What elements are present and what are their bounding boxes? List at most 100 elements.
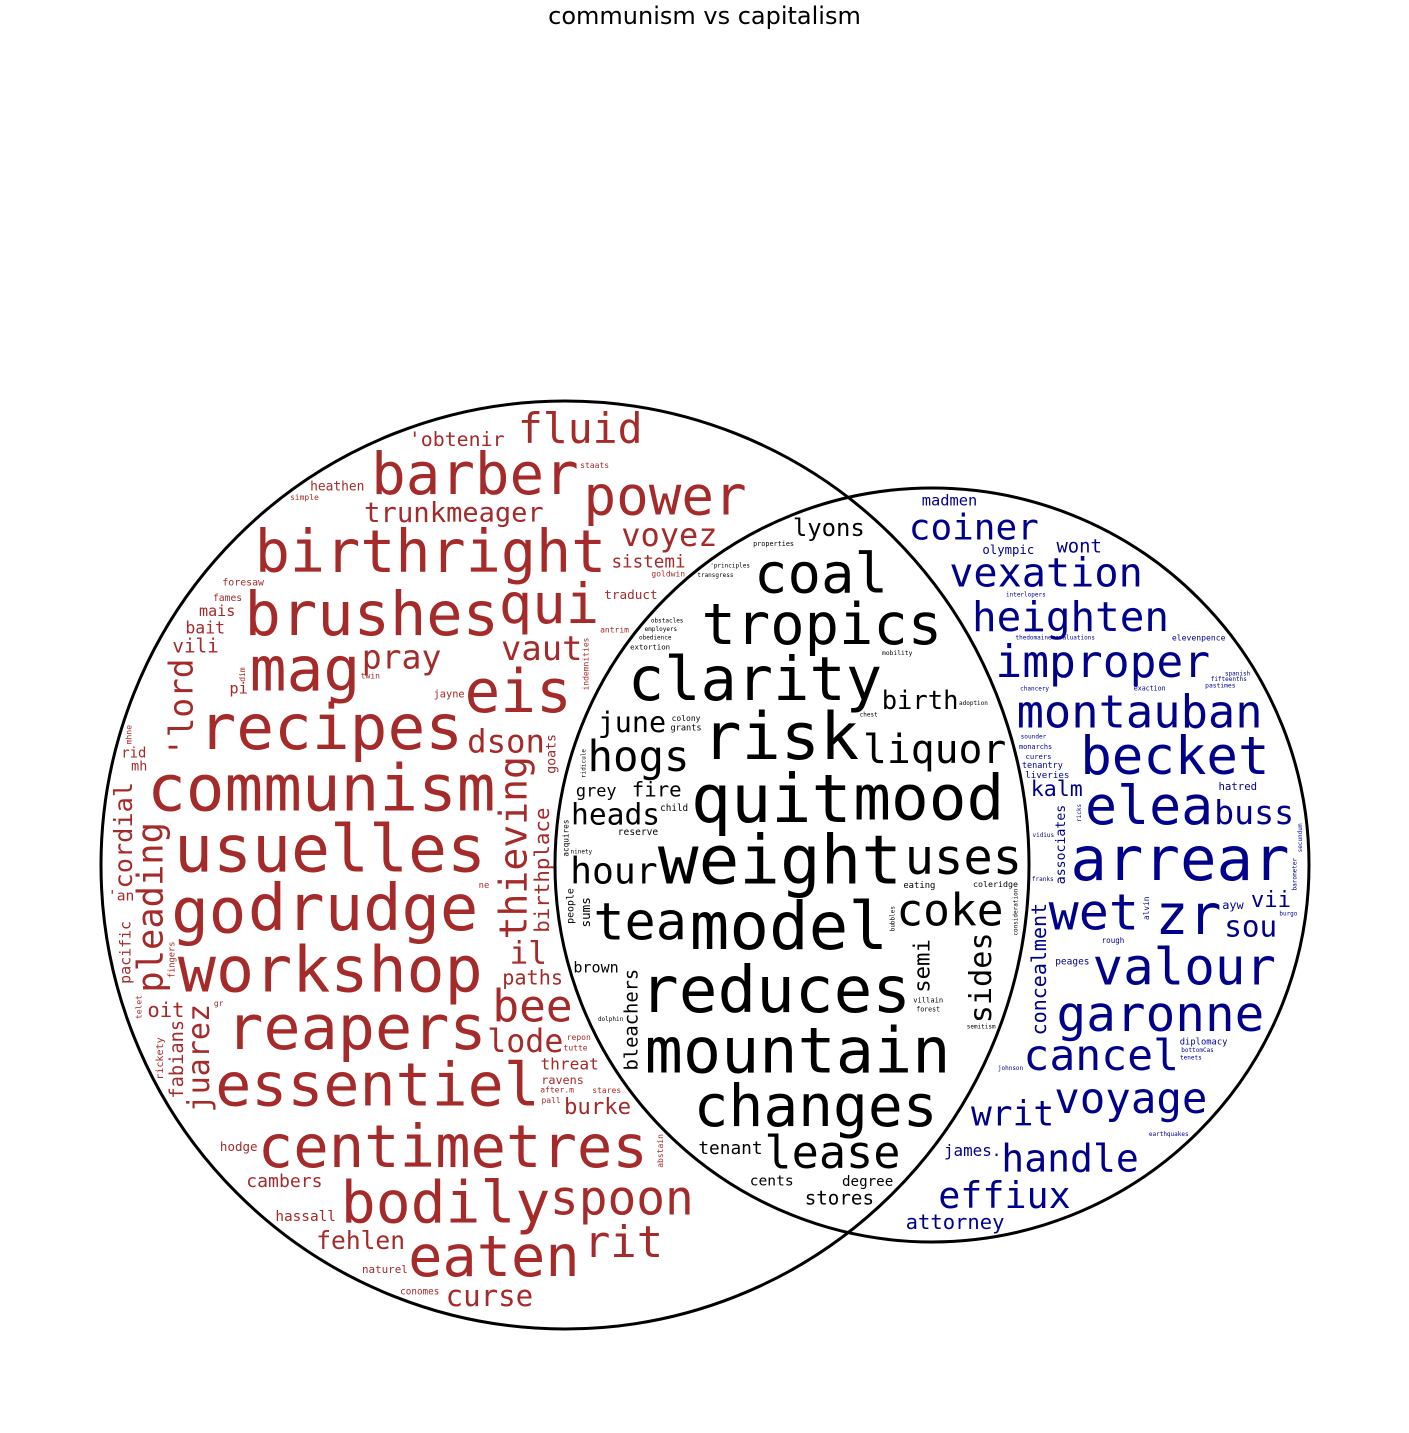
left-word: eis — [464, 658, 571, 727]
left-word: after.m — [540, 1086, 574, 1095]
overlap-word: fire — [632, 778, 682, 802]
overlap-word: obedience — [639, 635, 672, 642]
overlap-word: colony — [672, 714, 701, 723]
left-word: 'obtenir — [409, 428, 505, 451]
left-word: conomes — [400, 1286, 439, 1297]
left-set-circle — [99, 399, 1031, 1331]
right-word: pastimes — [1205, 682, 1236, 689]
right-word: exaction — [1134, 684, 1166, 692]
overlap-word: employers — [645, 626, 678, 633]
left-word: rid — [121, 745, 146, 761]
overlap-word: liquor — [863, 727, 1006, 773]
overlap-word: tropics — [701, 592, 942, 658]
overlap-word: mobility — [882, 650, 913, 657]
left-word: paths — [502, 965, 563, 989]
left-word: communism — [147, 751, 495, 826]
overlap-word: tenant — [698, 1138, 762, 1159]
overlap-word: 'principles — [710, 562, 750, 569]
left-word: pall — [541, 1096, 560, 1105]
overlap-word: transgress — [697, 572, 734, 579]
right-word: effiux — [938, 1174, 1071, 1217]
overlap-word: risk — [702, 700, 859, 775]
overlap-word: weight — [658, 821, 902, 900]
left-word: qui — [499, 572, 599, 637]
left-word: repon — [567, 1033, 591, 1042]
left-word: jayne — [434, 688, 465, 700]
left-word: 'lord — [163, 659, 201, 757]
left-word: foresaw — [222, 578, 264, 589]
right-word: vii — [1251, 887, 1291, 913]
overlap-word: grey — [576, 780, 617, 800]
overlap-word: coal — [754, 542, 888, 607]
left-word: traduct — [604, 587, 657, 602]
right-word: madmen — [922, 491, 978, 509]
left-word: bee — [492, 982, 572, 1033]
right-word: writ — [971, 1095, 1054, 1135]
overlap-word: mood — [853, 761, 1004, 834]
right-word: elea — [1085, 775, 1213, 837]
left-word: indemnities — [582, 637, 591, 690]
right-word: kalm — [1031, 777, 1083, 802]
overlap-word: model — [690, 888, 888, 965]
overlap-word: eating — [903, 881, 935, 891]
right-set-circle — [553, 486, 1311, 1244]
overlap-word: degree — [842, 1174, 893, 1190]
left-word: brushes — [245, 580, 500, 650]
overlap-word: dolphin — [598, 1016, 624, 1023]
left-word: birthplace — [530, 808, 554, 933]
overlap-word: hogs — [587, 732, 689, 781]
left-word: dim — [238, 667, 247, 682]
left-word: goldwin — [651, 569, 685, 578]
left-word: staats — [580, 461, 609, 470]
left-word: heathen — [310, 480, 364, 495]
left-word: tutte — [564, 1044, 588, 1053]
left-word: juarez — [182, 1004, 217, 1113]
left-word: curse — [446, 1279, 534, 1313]
right-word: curers — [1026, 752, 1052, 761]
left-word: birthright — [255, 518, 607, 586]
left-word: cordial — [109, 782, 138, 889]
overlap-word: heads — [571, 798, 660, 832]
left-word: mh — [131, 760, 147, 775]
left-word: rit — [584, 1217, 663, 1268]
left-word: fabians — [167, 1020, 188, 1099]
left-word: pray — [362, 638, 442, 677]
left-word: hodge — [220, 1139, 258, 1154]
right-word: buss — [1214, 793, 1294, 832]
right-word: barometer — [1292, 858, 1299, 891]
right-word: burgo — [1279, 910, 1297, 917]
left-word: stares — [592, 1086, 621, 1095]
overlap-word: sums — [578, 897, 593, 927]
right-word: monarchs — [1019, 743, 1052, 751]
left-word: mag — [250, 634, 361, 705]
overlap-word: ridicule — [580, 749, 587, 778]
left-word: 'an — [108, 887, 134, 904]
right-word: coiner — [909, 507, 1039, 548]
right-word: franks — [1032, 876, 1054, 883]
left-word: essentiel — [215, 1050, 540, 1120]
left-word: workshop — [178, 932, 483, 1006]
overlap-word: people — [566, 888, 577, 924]
overlap-word: clarity — [628, 645, 882, 715]
right-word: vidius — [1032, 832, 1054, 839]
right-word: earthquakes — [1149, 1131, 1189, 1138]
left-word: il — [510, 936, 548, 972]
right-word: heighten — [972, 593, 1169, 641]
left-word: simple — [290, 493, 319, 502]
right-word: tenets — [1180, 1054, 1202, 1061]
left-word: vili — [172, 635, 218, 658]
left-word: threat — [540, 1055, 598, 1074]
left-word: fingers — [168, 942, 178, 979]
right-word: secundum — [1297, 823, 1304, 852]
right-word: voyage — [1054, 1074, 1207, 1123]
right-word: garonne — [1057, 985, 1265, 1043]
overlap-word: uses — [905, 829, 1023, 886]
left-word: barber — [371, 441, 579, 508]
right-word: attorney — [906, 1210, 1005, 1234]
left-word: meager — [446, 498, 544, 529]
right-word: improper — [995, 636, 1210, 688]
left-word: hassall — [275, 1209, 336, 1225]
overlap-word: tea — [593, 892, 687, 952]
right-word: fifteenths — [1211, 676, 1248, 683]
